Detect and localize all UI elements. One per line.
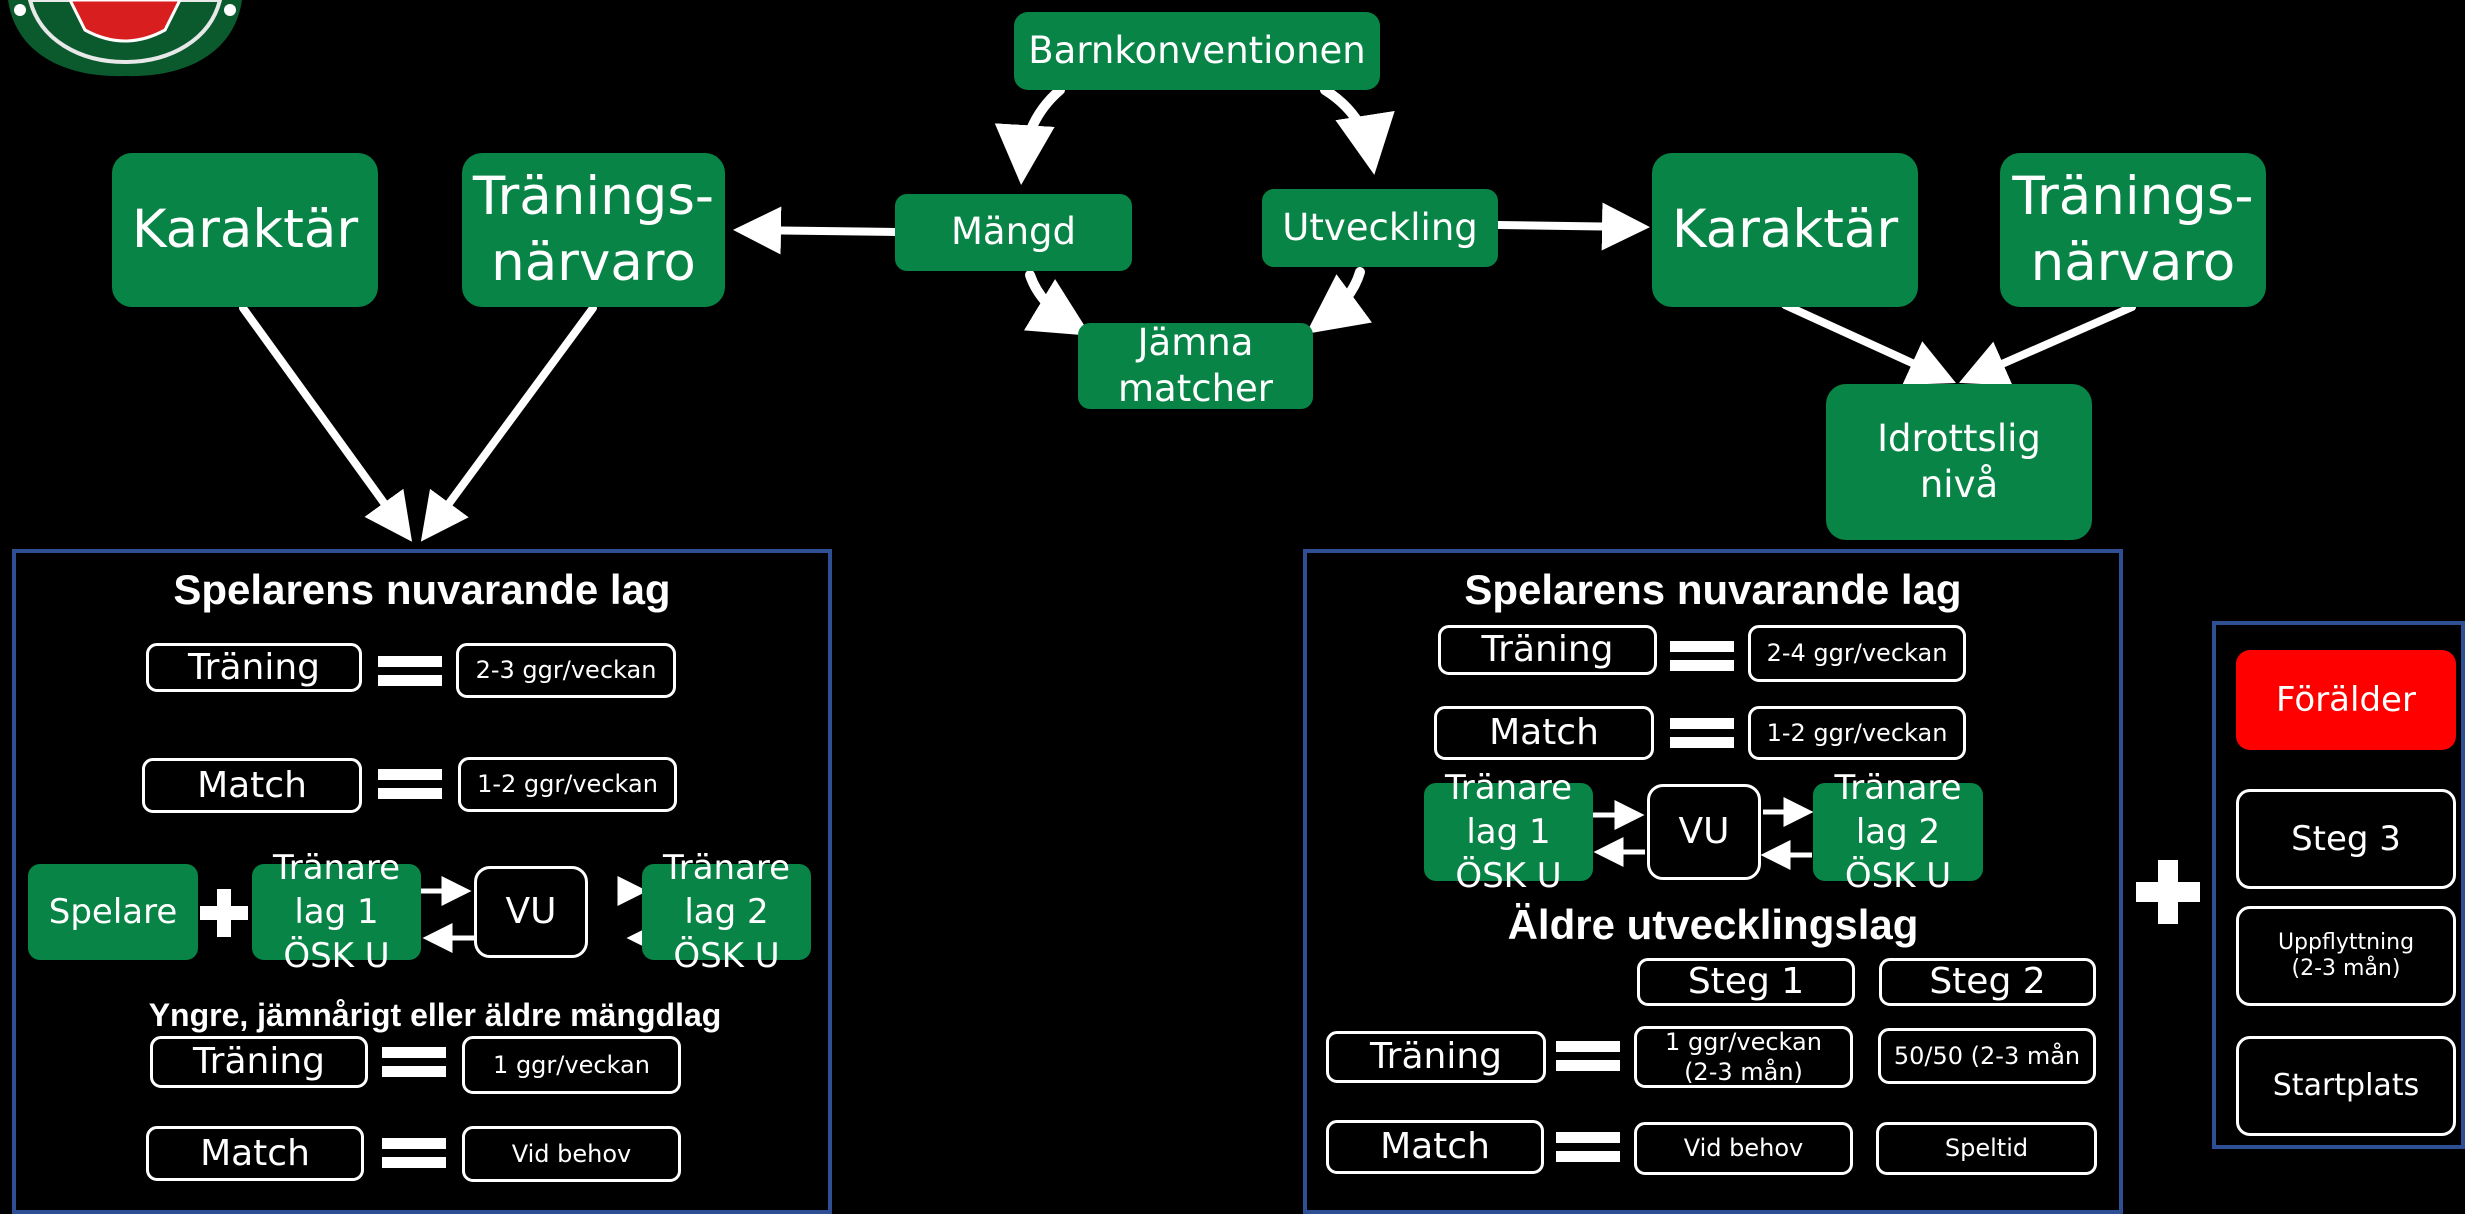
left-match-value: 1-2 ggr/veckan <box>458 757 677 812</box>
startplats-box: Startplats <box>2236 1036 2456 1136</box>
right-traning2-label: Träning <box>1326 1031 1546 1083</box>
uppflyttning-box: Uppflyttning (2-3 mån) <box>2236 906 2456 1006</box>
barnkonventionen-box: Barnkonventionen <box>1014 12 1380 90</box>
traning-steg1-value: 1 ggr/veckan (2-3 mån) <box>1634 1026 1853 1088</box>
left-match2-label: Match <box>146 1126 364 1181</box>
left-traning-value: 2-3 ggr/veckan <box>456 643 676 698</box>
equals-icon <box>382 1047 446 1058</box>
tranare-lag2-box-left: Tränare lag 2 ÖSK U <box>642 848 811 976</box>
tranare-lag1-box-right: Tränare lag 1 ÖSK U <box>1424 768 1593 896</box>
vu-box-right: VU <box>1647 784 1761 880</box>
left-panel-title: Spelarens nuvarande lag <box>173 566 671 613</box>
traning-steg2-value: 50/50 (2-3 mån <box>1878 1028 2096 1084</box>
vu-box-left: VU <box>474 866 588 958</box>
equals-icon <box>1556 1041 1620 1052</box>
plus-icon <box>200 889 248 937</box>
equals-icon <box>1670 737 1734 748</box>
left-panel-subtitle: Yngre, jämnårigt eller äldre mängdlag <box>148 997 722 1033</box>
right-match2-label: Match <box>1326 1120 1544 1174</box>
equals-icon <box>1556 1151 1620 1162</box>
match-steg1-value: Vid behov <box>1634 1122 1853 1175</box>
steg3-box: Steg 3 <box>2236 789 2456 889</box>
left-match2-value: Vid behov <box>462 1126 681 1182</box>
right-panel-subtitle: Äldre utvecklingslag <box>1507 901 1919 948</box>
mangd-box: Mängd <box>895 194 1132 271</box>
equals-icon <box>382 1066 446 1077</box>
right-panel-title: Spelarens nuvarande lag <box>1464 566 1962 613</box>
right-traning-value: 2-4 ggr/veckan <box>1748 625 1966 682</box>
right-panel <box>1303 549 2123 1214</box>
plus-icon <box>2136 860 2200 924</box>
left-traning2-label: Träning <box>150 1036 368 1088</box>
right-traning-label: Träning <box>1438 625 1657 675</box>
equals-icon <box>1670 718 1734 729</box>
right-match-value: 1-2 ggr/veckan <box>1748 706 1966 760</box>
club-logo <box>0 0 250 78</box>
left-traning-label: Träning <box>146 643 362 692</box>
left-match-label: Match <box>142 758 362 813</box>
traningsnarvaro-box-left: Tränings- närvaro <box>462 153 725 307</box>
equals-icon <box>1670 660 1734 671</box>
tranare-lag1-box-left: Tränare lag 1 ÖSK U <box>252 848 421 976</box>
equals-icon <box>378 675 442 686</box>
right-match-label: Match <box>1434 706 1654 760</box>
steg1-header: Steg 1 <box>1637 958 1855 1006</box>
equals-icon <box>1556 1132 1620 1143</box>
steg2-header: Steg 2 <box>1879 958 2096 1006</box>
match-steg2-value: Speltid <box>1876 1122 2097 1175</box>
equals-icon <box>1670 641 1734 652</box>
left-panel <box>12 549 832 1214</box>
equals-icon <box>382 1138 446 1149</box>
foralder-box: Förälder <box>2236 650 2456 750</box>
traningsnarvaro-box-right: Tränings- närvaro <box>2000 153 2266 307</box>
karaktar-box-left: Karaktär <box>112 153 378 307</box>
idrottslig-niva-box: Idrottslig nivå <box>1826 384 2092 540</box>
equals-icon <box>378 788 442 799</box>
equals-icon <box>378 656 442 667</box>
left-traning2-value: 1 ggr/veckan <box>462 1036 681 1094</box>
karaktar-box-right: Karaktär <box>1652 153 1918 307</box>
equals-icon <box>378 769 442 780</box>
jamna-matcher-box: Jämna matcher <box>1078 321 1313 410</box>
spelare-box: Spelare <box>28 864 198 960</box>
utveckling-box: Utveckling <box>1262 189 1498 267</box>
side-panel <box>2212 621 2465 1149</box>
equals-icon <box>382 1157 446 1168</box>
equals-icon <box>1556 1060 1620 1071</box>
tranare-lag2-box-right: Tränare lag 2 ÖSK U <box>1813 768 1983 896</box>
